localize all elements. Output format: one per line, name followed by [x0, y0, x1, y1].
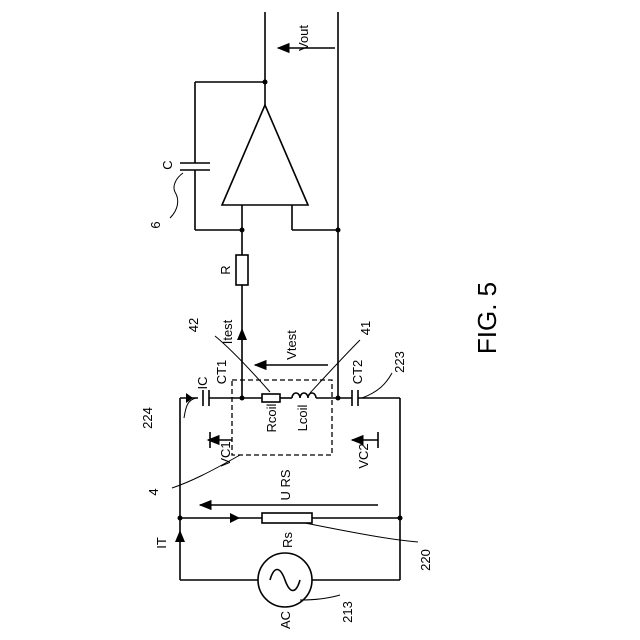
label-ac: AC: [278, 611, 293, 629]
label-vout: Vout: [296, 25, 311, 51]
label-urs: U RS: [278, 469, 293, 500]
resistor-r: [236, 230, 248, 398]
label-ic: IC: [195, 377, 210, 390]
label-rcoil: Rcoil: [264, 403, 279, 432]
label-itest: Itest: [220, 319, 235, 344]
main-branch: [180, 390, 400, 406]
label-ref-41: 41: [358, 321, 373, 335]
leader-223: [362, 373, 392, 398]
vc-arrows: [208, 432, 378, 448]
sensor-box: [232, 380, 332, 455]
label-ct2: CT2: [350, 360, 365, 385]
label-vtest: Vtest: [284, 330, 299, 360]
op-amp: [222, 105, 341, 233]
label-it: IT: [154, 537, 169, 549]
label-ref-224: 224: [140, 407, 155, 429]
label-ct1: CT1: [214, 360, 229, 385]
label-vc1: VC1: [218, 441, 233, 466]
ac-source: [258, 553, 312, 607]
leader-220: [305, 523, 418, 542]
leader-6: [170, 173, 183, 218]
figure-title: FIG. 5: [472, 282, 502, 354]
label-lcoil: Lcoil: [295, 405, 310, 432]
label-vc2: VC2: [356, 443, 371, 468]
label-ref-220: 220: [418, 549, 433, 571]
label-ref-6: 6: [148, 221, 163, 228]
itest-arrow: [237, 328, 247, 340]
label-c: C: [160, 160, 175, 169]
label-r: R: [218, 265, 233, 274]
label-ref-213: 213: [340, 601, 355, 623]
label-ref-4: 4: [146, 488, 161, 495]
leader-224: [184, 398, 196, 418]
label-rs: Rs: [280, 532, 295, 548]
label-ref-223: 223: [392, 351, 407, 373]
feedback-capacitor-c: [180, 82, 265, 230]
label-ref-42: 42: [186, 318, 201, 332]
